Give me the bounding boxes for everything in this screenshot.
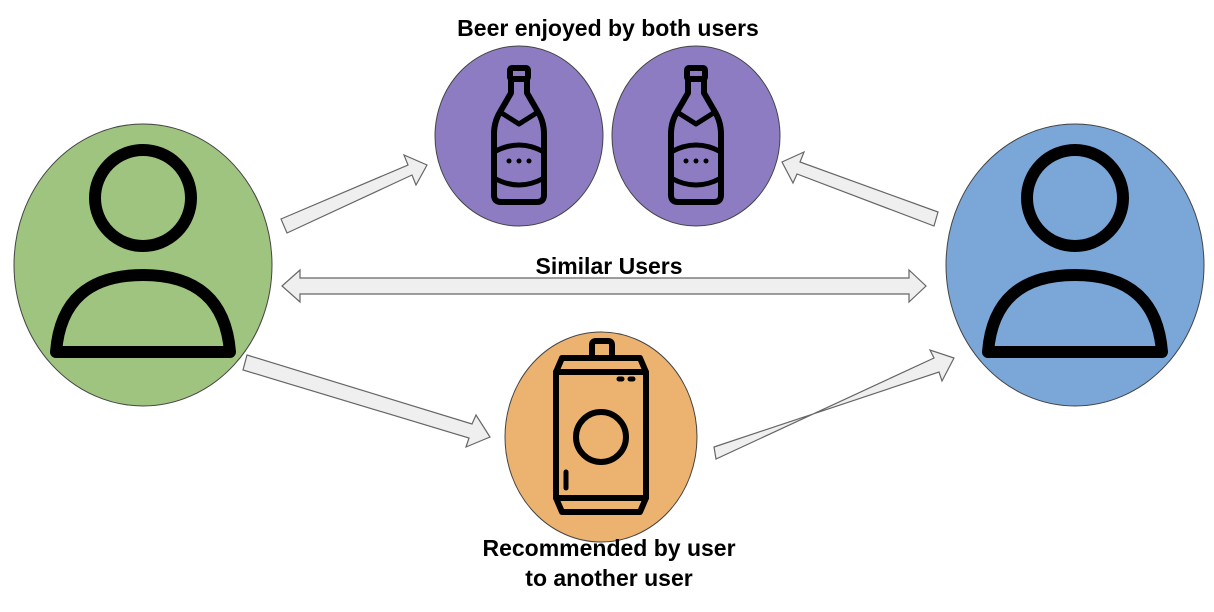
user-left-circle: [13, 123, 273, 407]
beer-bottle-2-node: [611, 45, 781, 227]
beer-bottle-1-node: [434, 45, 604, 227]
user-left-node: [13, 123, 273, 407]
beer-bottle-1-circle: [434, 45, 604, 227]
label-recommended-line1: Recommended by user: [482, 535, 735, 561]
arrow-right-user-to-bottles: [781, 150, 939, 227]
person-icon: [982, 144, 1168, 358]
arrow-left-user-to-can: [242, 354, 491, 449]
label-recommended-line2: to another user: [525, 565, 692, 591]
beer-can-node: [504, 331, 698, 543]
beer-bottle-icon: [668, 65, 724, 205]
beer-bottle-2-circle: [611, 45, 781, 227]
user-right-circle: [945, 123, 1205, 407]
arrow-can-to-right-user: [713, 348, 955, 460]
arrow-left-user-to-bottles: [280, 153, 428, 234]
beer-can-icon: [553, 338, 649, 515]
person-icon: [50, 144, 236, 358]
label-beer-enjoyed-by-both: Beer enjoyed by both users: [457, 15, 759, 41]
arrow-similar-users-double: [281, 268, 927, 304]
user-right-node: [945, 123, 1205, 407]
label-similar-users: Similar Users: [535, 253, 682, 279]
beer-bottle-icon: [491, 65, 547, 205]
